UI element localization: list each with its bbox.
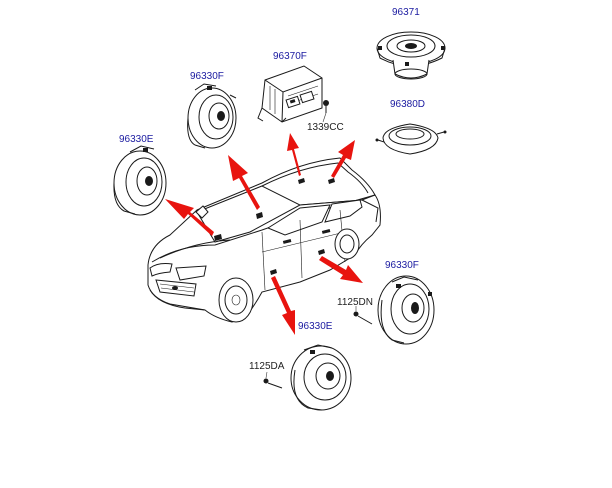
screw-1339CC xyxy=(322,100,329,123)
arrow-to-front-left-speaker xyxy=(165,199,214,236)
screw-1125DN xyxy=(353,306,373,325)
label-1339CC: 1339CC xyxy=(307,122,344,133)
arrow-to-tweeter xyxy=(331,140,355,178)
arrow-to-front-speaker xyxy=(228,155,260,210)
speaker-96371 xyxy=(376,31,446,80)
label-96330F-front: 96330F xyxy=(190,71,224,82)
amplifier-96370F xyxy=(257,65,323,123)
front-speaker-96330F xyxy=(187,83,237,149)
arrow-to-rear-right-speaker xyxy=(319,256,363,283)
tweeter-96380D xyxy=(375,123,447,155)
label-96371: 96371 xyxy=(392,7,420,18)
arrow-to-amplifier xyxy=(287,133,301,176)
rear-speaker-96330F xyxy=(377,275,435,345)
label-96330E-front: 96330E xyxy=(119,134,154,145)
label-1125DA: 1125DA xyxy=(249,361,285,372)
screw-1125DA xyxy=(263,371,283,389)
front-left-speaker-96330E xyxy=(113,145,167,216)
label-96380D: 96380D xyxy=(390,99,425,110)
arrow-to-rear-left-speaker xyxy=(271,276,295,335)
rear-left-speaker-96330E xyxy=(290,344,352,411)
label-1125DN: 1125DN xyxy=(337,297,373,308)
label-96370F: 96370F xyxy=(273,51,307,62)
label-96330F-rear: 96330F xyxy=(385,260,419,271)
location-arrows xyxy=(165,133,363,335)
label-96330E-rear: 96330E xyxy=(298,321,333,332)
